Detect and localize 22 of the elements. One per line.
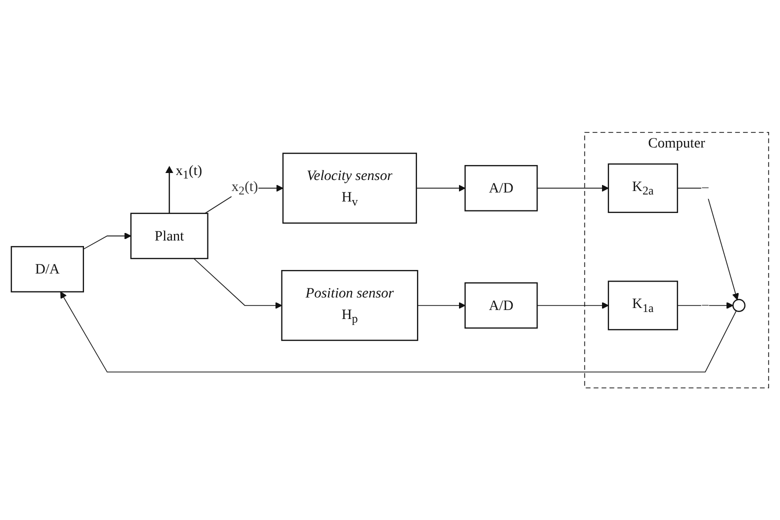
arrow [83,232,132,250]
arrow [416,184,466,192]
arrow [677,188,739,300]
node-box: A/D [464,282,538,329]
arrow [60,291,737,372]
edge-label: − [701,297,710,313]
arrow [536,302,609,309]
arrow [536,184,609,192]
node-box: D/A [10,246,84,292]
edge-label: − [701,180,710,196]
arrow [165,166,174,214]
edge-label: x$_{2}$(t) [232,178,258,198]
node-box: Plant [130,212,208,260]
node-box: Position sensor H$_{p}$ [281,270,418,341]
node-circle [732,298,746,312]
node-box: Velocity sensor H$_{v}$ [282,152,417,224]
arrow [193,258,282,309]
edge-label: x$_{1}$(t) [176,162,202,183]
arrow [417,302,466,309]
node-box: K$_{1a}$ [608,280,678,330]
node-box: K$_{2a}$ [608,163,678,213]
node-box: A/D [464,164,538,212]
